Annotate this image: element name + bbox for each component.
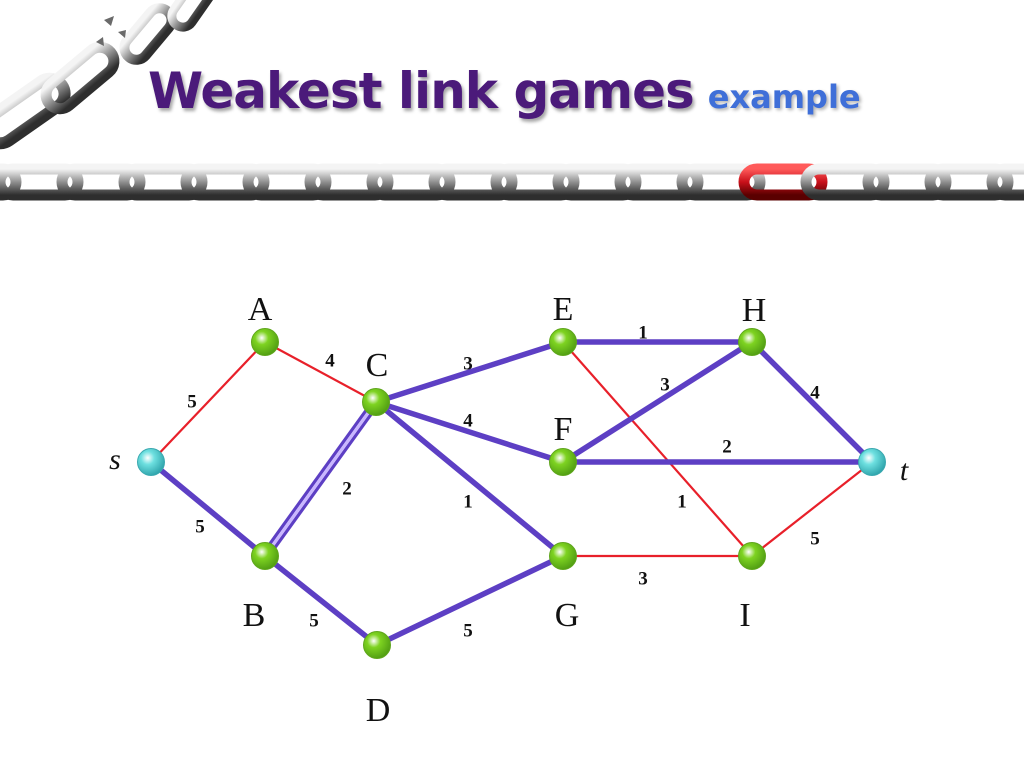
chain-link <box>428 163 518 201</box>
chain-link <box>862 163 952 201</box>
edges <box>148 339 875 648</box>
title-main: Weakest link games <box>148 62 695 120</box>
edge-F-H <box>560 339 755 465</box>
node-label-A: A <box>248 291 273 328</box>
weight-I-t: 5 <box>810 528 820 549</box>
node-A <box>251 328 279 356</box>
node-D <box>363 631 391 659</box>
weight-B-C: 2 <box>342 478 352 499</box>
edge-H-t <box>749 339 875 465</box>
edge-D-G <box>374 553 566 648</box>
chain-link <box>180 163 270 201</box>
weight-C-E: 3 <box>463 353 473 374</box>
chain-link <box>56 163 146 201</box>
slide-title: Weakest link games example <box>148 62 861 120</box>
node-label-E: E <box>553 291 574 328</box>
node-labels: s A B C D E F G H It <box>109 291 909 729</box>
weight-C-F: 4 <box>463 410 473 431</box>
node-t <box>858 448 886 476</box>
broken-chain-top-left <box>0 0 218 150</box>
edge-s-B <box>148 459 268 559</box>
chain-link <box>676 163 766 201</box>
node-label-s: s <box>109 443 121 476</box>
node-label-D: D <box>366 692 391 729</box>
title-sub: example <box>707 78 861 116</box>
broken-chain-link <box>738 163 828 201</box>
weight-A-C: 4 <box>325 350 335 371</box>
node-s <box>137 448 165 476</box>
chain-link <box>242 163 332 201</box>
chain-link <box>118 163 208 201</box>
edge-A-C <box>263 340 378 404</box>
weight-E-H: 1 <box>638 322 648 343</box>
weight-s-A: 5 <box>187 391 197 412</box>
chain-link <box>800 163 890 201</box>
node-G <box>549 542 577 570</box>
edge-C-F <box>373 399 566 465</box>
weight-F-H: 3 <box>660 374 670 395</box>
chain-link <box>614 163 704 201</box>
chain-link <box>0 163 84 201</box>
node-label-I: I <box>739 597 750 634</box>
chain-link <box>924 163 1014 201</box>
weight-E-I: 1 <box>677 491 687 512</box>
node-label-F: F <box>554 411 573 448</box>
edge-E-I <box>561 340 754 558</box>
edge-C-E <box>373 339 566 405</box>
weight-F-t: 2 <box>722 436 732 457</box>
node-F <box>549 448 577 476</box>
node-E <box>549 328 577 356</box>
edge-C-G <box>373 399 566 559</box>
node-label-t: t <box>900 454 909 487</box>
node-label-G: G <box>555 597 580 634</box>
chain-link <box>986 163 1024 201</box>
weight-C-G: 1 <box>463 491 473 512</box>
weight-H-t: 4 <box>810 382 820 403</box>
weight-B-D: 5 <box>309 610 319 631</box>
node-label-C: C <box>366 347 389 384</box>
chain-link <box>490 163 580 201</box>
chain-link <box>304 163 394 201</box>
chain-link <box>0 163 22 201</box>
node-I <box>738 542 766 570</box>
node-label-H: H <box>742 292 767 329</box>
chain-link <box>366 163 456 201</box>
edge-weights: 5 4 5 2 5 5 3 4 1 1 1 3 2 3 4 5 <box>187 322 820 641</box>
node-label-B: B <box>243 597 266 634</box>
nodes <box>137 328 886 659</box>
chain-link <box>552 163 642 201</box>
edge-B-D <box>262 553 380 648</box>
node-H <box>738 328 766 356</box>
edge-I-t <box>750 460 874 558</box>
edge-B-C <box>261 399 380 559</box>
node-C <box>362 388 390 416</box>
edge-s-A <box>149 340 267 464</box>
weight-G-I: 3 <box>638 568 648 589</box>
node-B <box>251 542 279 570</box>
weight-D-G: 5 <box>463 620 473 641</box>
weight-s-B: 5 <box>195 516 205 537</box>
